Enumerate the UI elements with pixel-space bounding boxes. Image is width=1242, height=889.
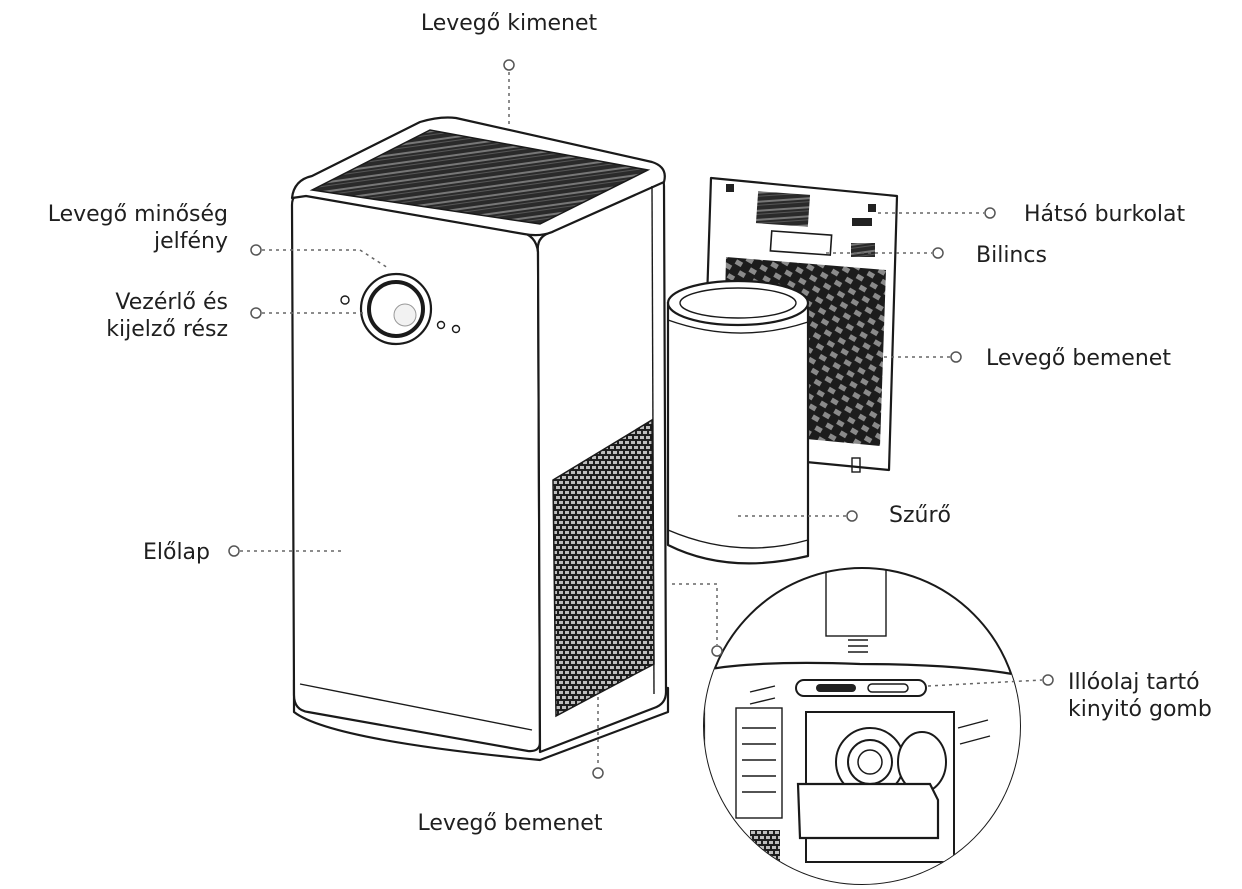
- label-oil-holder-button: Illóolaj tartó kinyitó gomb: [1068, 670, 1212, 722]
- label-air-inlet-bottom: Levegő bemenet: [417, 811, 603, 836]
- label-filter: Szűrő: [889, 503, 951, 528]
- filter-cylinder: [666, 279, 810, 565]
- label-control-display: Vezérlő és kijelző rész: [106, 290, 228, 342]
- label-air-inlet-panel: Levegő bemenet: [986, 346, 1171, 371]
- label-front-panel: Előlap: [142, 540, 210, 565]
- label-back-cover: Hátsó burkolat: [1024, 202, 1186, 227]
- purifier-body: [290, 116, 670, 762]
- detail-magnifier: [703, 567, 1021, 885]
- label-air-outlet: Levegő kimenet: [420, 11, 598, 36]
- leader-lines: [228, 59, 1054, 779]
- label-clamp: Bilincs: [976, 243, 1047, 268]
- label-air-quality-light: Levegő minőség jelfény: [47, 202, 228, 254]
